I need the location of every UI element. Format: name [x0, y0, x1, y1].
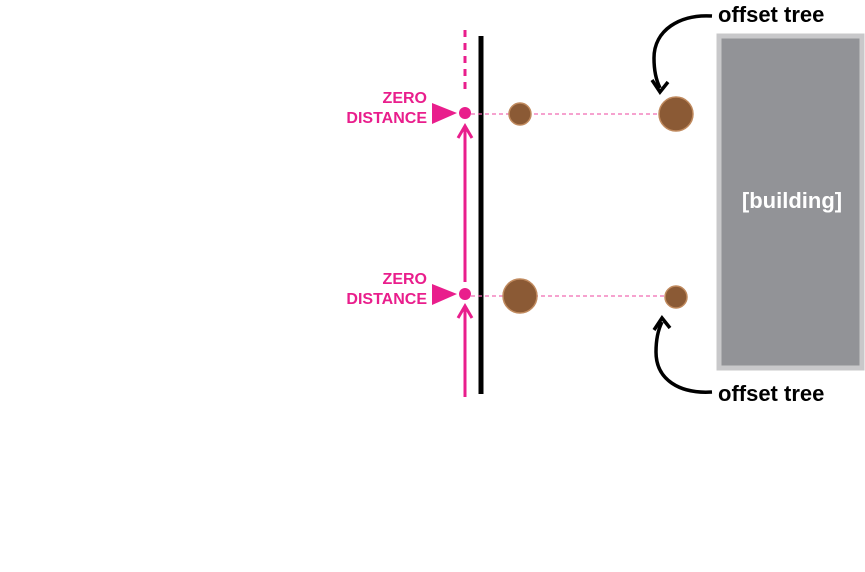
- zero-distance-label-top: ZERO DISTANCE: [307, 89, 427, 129]
- zero-distance-label-bottom-line1: ZERO: [382, 271, 427, 288]
- zero-distance-label-bottom-line2: DISTANCE: [346, 291, 427, 308]
- zero-distance-label-bottom: ZERO DISTANCE: [307, 270, 427, 310]
- tree-large-near-curb: [502, 278, 538, 314]
- offset-tree-label-bottom: offset tree: [718, 381, 825, 406]
- zero-distance-label-top-line2: DISTANCE: [346, 110, 427, 127]
- tree-large-offset: [658, 96, 694, 132]
- offset-tree-label-top: offset tree: [718, 2, 825, 27]
- up-arrow-head-lower: [456, 303, 474, 319]
- zero-distance-point-bottom: [459, 288, 471, 300]
- curved-arrow-bottom-head: [652, 315, 672, 331]
- tree-small-offset: [664, 285, 688, 309]
- zero-distance-pointer-top: [432, 103, 457, 124]
- zero-distance-label-top-line1: ZERO: [382, 90, 427, 107]
- curved-arrow-bottom: [654, 321, 713, 394]
- tree-small-near-curb: [508, 102, 532, 126]
- curved-arrow-top-head: [650, 79, 670, 95]
- curved-arrow-top: [652, 14, 713, 89]
- building-block: [716, 33, 865, 371]
- zero-distance-point-top: [459, 107, 471, 119]
- up-arrow-head-upper: [456, 123, 474, 139]
- building-label: [building]: [741, 188, 843, 213]
- zero-distance-pointer-bottom: [432, 284, 457, 305]
